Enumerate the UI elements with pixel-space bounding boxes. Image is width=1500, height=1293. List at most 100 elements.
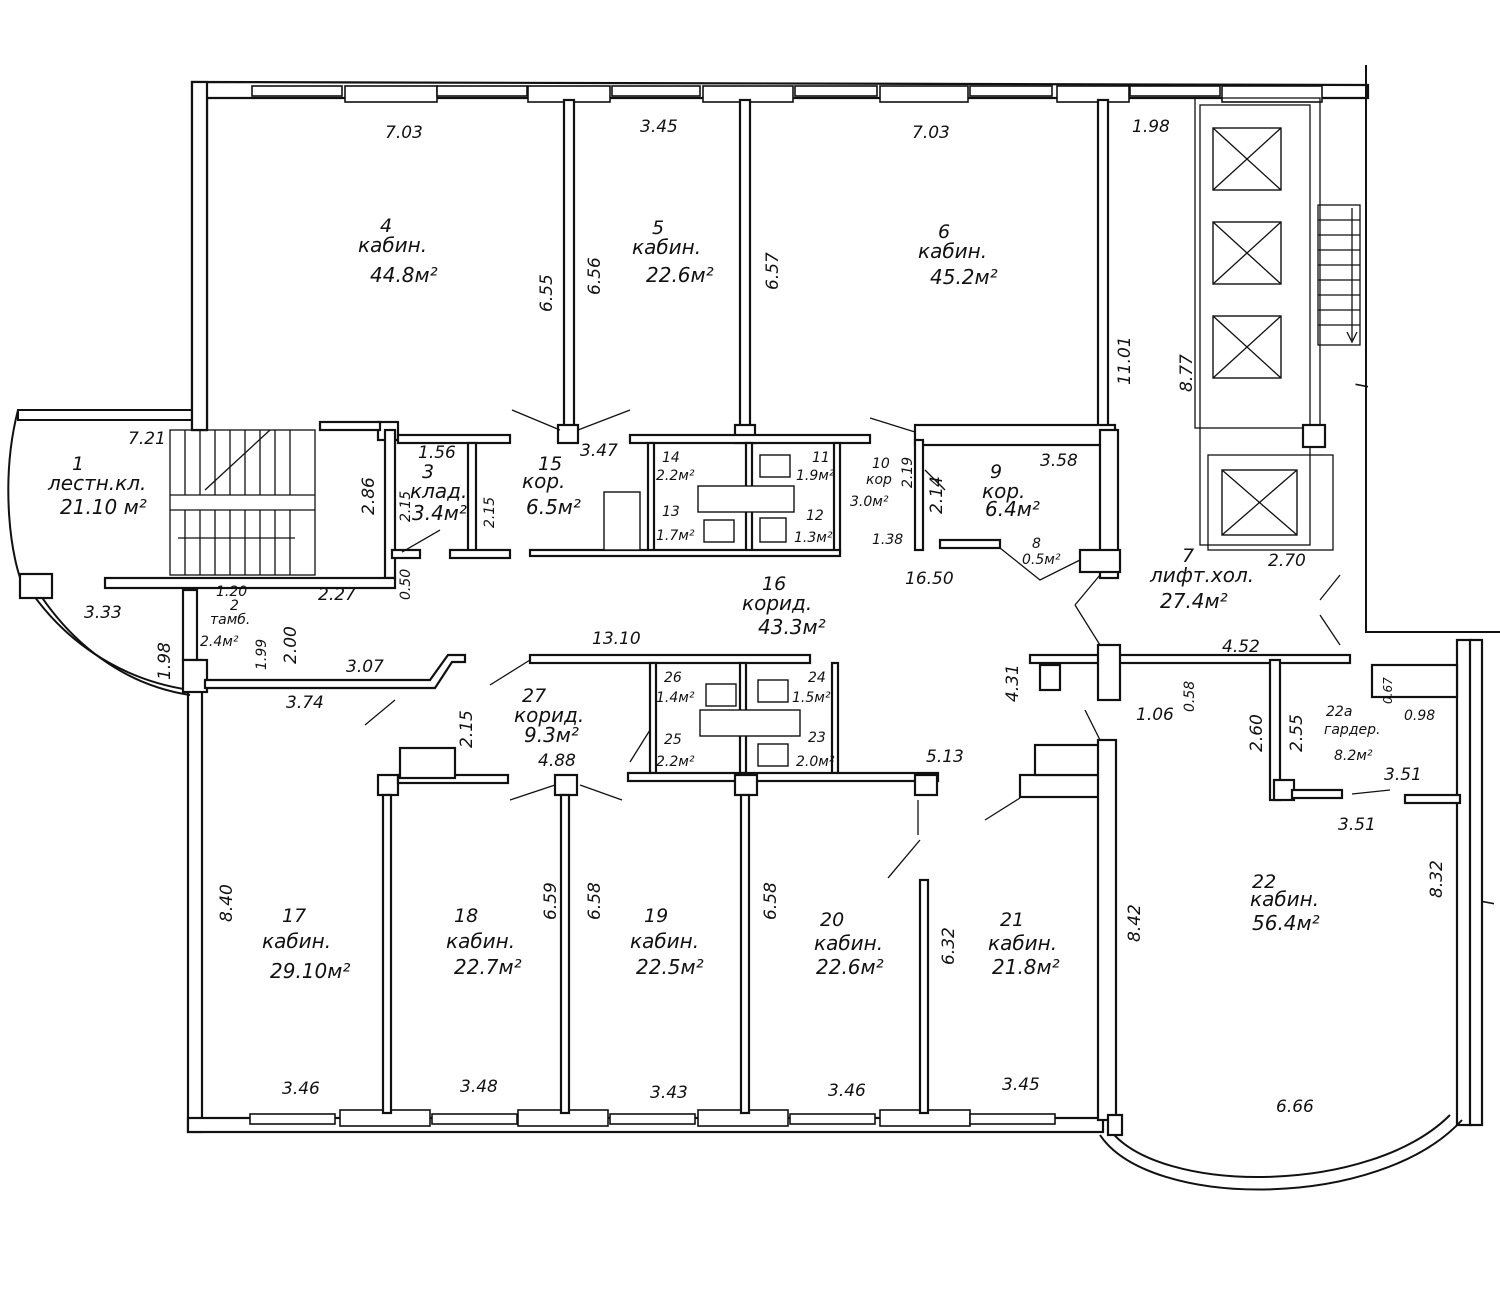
dim-v-656: 6.56 [585,257,605,295]
partitions-top [376,98,1120,580]
dim-v-842: 8.42 [1125,904,1145,942]
room-22a-number: 22а [1326,704,1352,720]
room-4-number: 4 [380,215,392,237]
room-16-number: 16 [762,573,786,595]
room-7-name: лифт.хол. [1149,563,1254,587]
room-17-name: кабин. [262,929,331,953]
room-1-area: 21.10 м² [60,495,147,519]
room-17-area: 29.10м² [270,959,350,983]
room-26-area: 1.4м² [656,690,695,706]
dim-top-1: 7.03 [385,123,423,143]
room-16-area: 43.3м² [758,615,826,639]
room-20-number: 20 [820,909,844,931]
dim-219: 2.19 [900,457,916,488]
room-3-area: 3.4м² [412,501,467,525]
corridor-right-partitions [913,438,1352,802]
dim-488: 4.88 [538,751,576,771]
dim-v-659: 6.59 [541,882,561,920]
room-22a-area: 8.2м² [1334,748,1373,764]
dim-1310: 13.10 [592,629,641,649]
room-16-name: корид. [742,591,812,615]
room-25-area: 2.2м² [656,754,695,770]
room-15-number: 15 [538,453,562,475]
room-2-area: 2.4м² [200,634,239,650]
dim-255: 2.55 [1287,714,1307,752]
room-2-number: 2 [230,598,239,614]
dim-b-345: 3.45 [1002,1075,1040,1095]
room-19-area: 22.5м² [636,955,704,979]
room-24-number: 24 [808,670,826,686]
room-5-area: 22.6м² [646,263,714,287]
room-20-name: кабин. [814,931,883,955]
dim-351a: 3.51 [1384,765,1422,785]
room-24-area: 1.5м² [792,690,831,706]
room-18-name: кабин. [446,929,515,953]
dim-v-655: 6.55 [537,274,557,312]
dim-v-1101: 11.01 [1115,336,1135,385]
partitions-bottom [376,663,1462,1137]
dim-top-2: 3.45 [640,117,678,137]
top-windows [251,85,1323,103]
middle-left-partitions [181,433,531,726]
section-marks: I I [1353,383,1499,905]
room-10-name: кор [866,472,892,488]
dim-138: 1.38 [872,532,903,548]
room-5-number: 5 [652,217,664,239]
dim-286: 2.86 [359,477,379,515]
room-27-name: корид. [514,703,584,727]
room-14-number: 14 [662,450,680,466]
dim-b-343: 3.43 [650,1083,688,1103]
room-18-number: 18 [454,905,478,927]
dim-v-658b: 6.58 [761,882,781,920]
room-2-name: тамб. [210,612,250,628]
dim-215a: 2.15 [398,491,414,522]
room-1-number: 1 [72,453,84,475]
dim-333: 3.33 [84,603,122,623]
room-15-name: кор. [522,469,565,493]
room-22a-name: гардер. [1324,722,1380,738]
room-18-area: 22.7м² [454,955,522,979]
room-8-area: 0.5м² [1022,552,1061,568]
room-21-name: кабин. [988,931,1057,955]
dim-106: 1.06 [1136,705,1174,725]
room-22-number: 22 [1252,871,1276,893]
dim-347: 3.47 [580,441,618,461]
room-5-name: кабин. [632,235,701,259]
room-21-area: 21.8м² [992,955,1060,979]
room-6-area: 45.2м² [930,265,998,289]
room-23-area: 2.0м² [796,754,835,770]
staircase-left [103,420,397,590]
room-15-area: 6.5м² [526,495,581,519]
dimensions: 7.03 3.45 7.03 1.98 6.55 6.56 6.57 11.01… [84,117,1447,1117]
dim-top-3: 7.03 [912,123,950,143]
room-27-number: 27 [522,685,546,707]
dim-374: 3.74 [286,693,324,713]
room-17-number: 17 [282,905,306,927]
dim-120: 1.20 [216,584,247,600]
room-4-name: кабин. [358,233,427,257]
dim-431: 4.31 [1003,664,1023,702]
dim-b-666: 6.66 [1276,1097,1314,1117]
room-12-number: 12 [806,508,824,524]
room-6-number: 6 [938,221,950,243]
dim-307: 3.07 [346,657,384,677]
dim-215c: 2.15 [457,710,477,748]
room-19-name: кабин. [630,929,699,953]
dim-215b: 2.15 [482,497,498,528]
room-3-number: 3 [422,461,434,483]
dim-v-832: 8.32 [1427,860,1447,898]
room-11-number: 11 [812,450,830,466]
room-12-area: 1.3м² [794,530,833,546]
dim-227: 2.27 [318,585,356,605]
dim-721: 7.21 [128,429,166,449]
dim-513: 5.13 [926,747,964,767]
dim-b-348: 3.48 [460,1077,498,1097]
dim-358: 3.58 [1040,451,1078,471]
section-mark-b: I [1479,900,1499,905]
room-10-number: 10 [872,456,890,472]
dim-098: 0.98 [1404,708,1435,724]
dim-067: 0.67 [1381,677,1395,704]
room-14-area: 2.2м² [656,468,695,484]
room-labels: 1 лестн.кл. 21.10 м² 3 клад. 3.4м² 2 там… [47,215,1380,983]
bottom-windows [249,1109,1056,1127]
